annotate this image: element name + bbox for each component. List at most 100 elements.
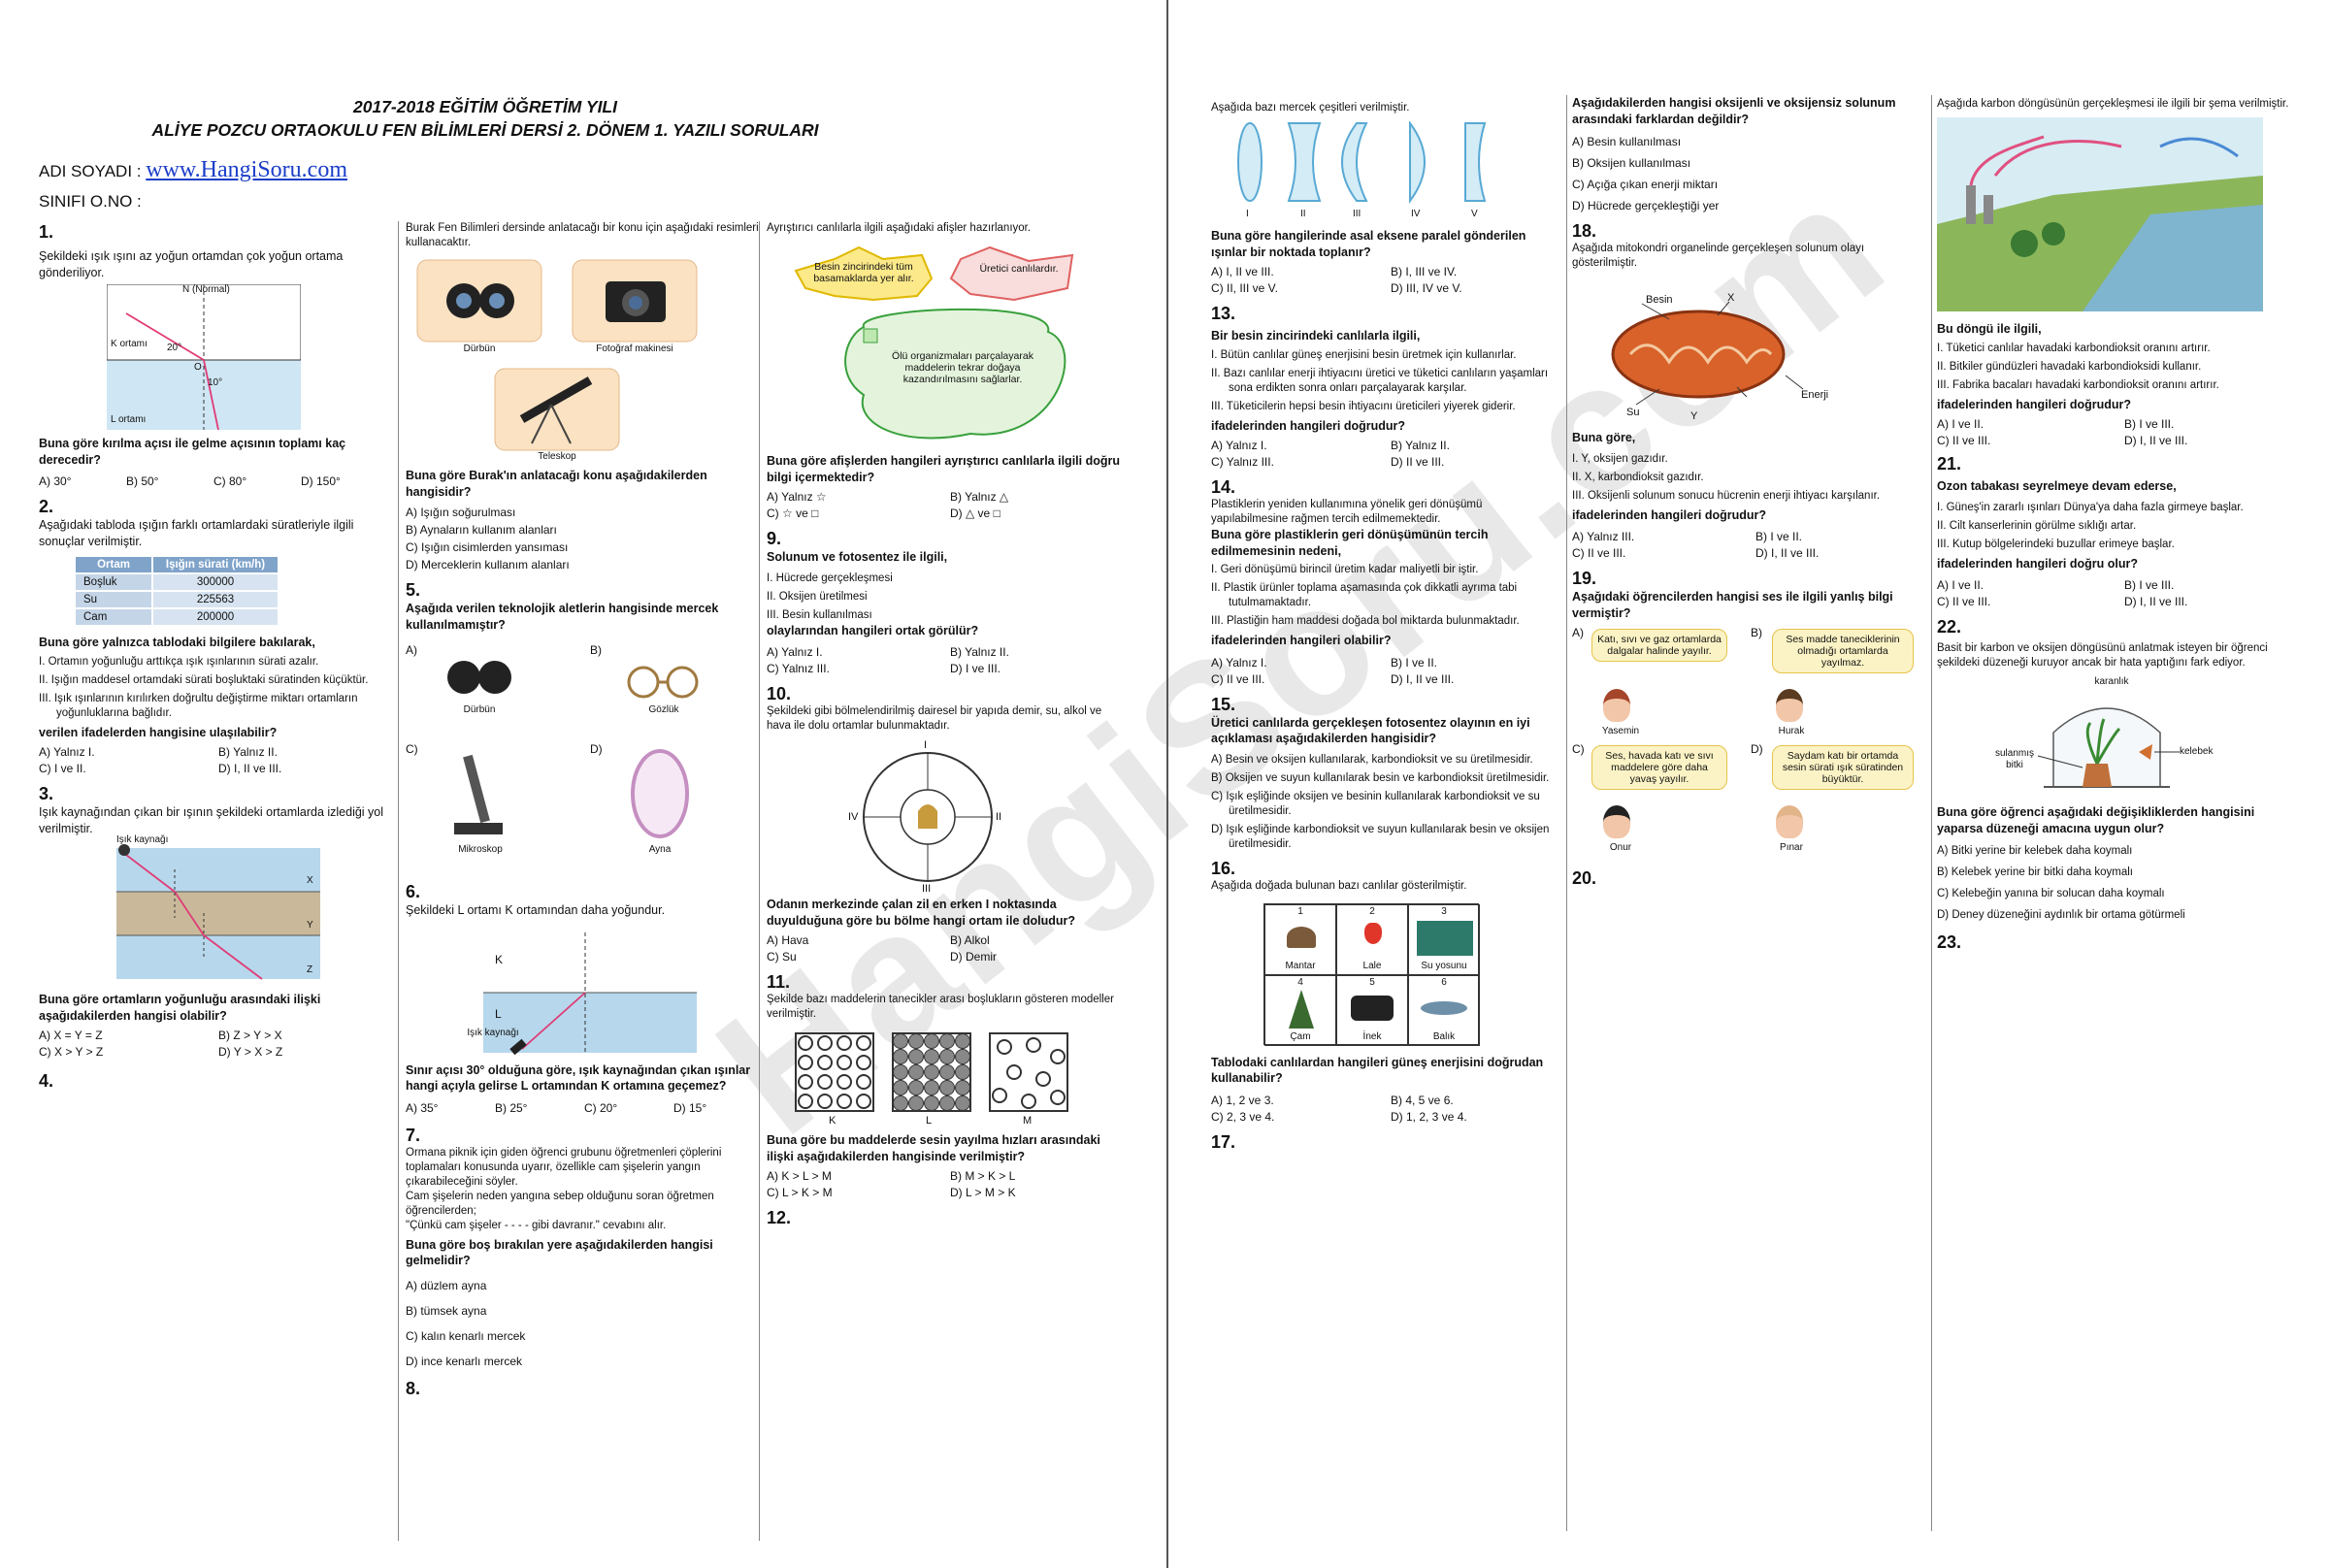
q16-cell-number: 1 [1297, 905, 1303, 917]
q7-option-b[interactable]: B) tümsek ayna [406, 1303, 487, 1318]
q4-option-a[interactable]: A) Işığın soğurulması [406, 506, 516, 519]
q15-option-a[interactable]: A) Besin ve oksijen kullanılarak, karbon… [1211, 753, 1533, 766]
q17-option-b[interactable]: B) Oksijen kullanılması [1572, 156, 1691, 170]
q22-option-d[interactable]: D) Deney düzeneğini aydınlık bir ortama … [1937, 909, 2185, 921]
q6-option-a[interactable]: A) 35° [406, 1100, 439, 1115]
q22-option-a[interactable]: A) Bitki yerine bir kelebek daha koymalı [1937, 845, 2133, 857]
q14-option-b[interactable]: B) I ve II. [1391, 655, 1438, 670]
q1-option-b[interactable]: B) 50° [126, 474, 159, 488]
q13-option-b[interactable]: B) Yalnız II. [1391, 439, 1450, 452]
particle [908, 1095, 924, 1111]
q14-option-a[interactable]: A) Yalnız I. [1211, 655, 1267, 670]
q15-option-d[interactable]: D) Işık eşliğinde karbondioksit ve suyun… [1211, 823, 1550, 850]
q21-option-b[interactable]: B) I ve III. [2124, 578, 2175, 592]
q11-option-d[interactable]: D) L > M > K [950, 1186, 1016, 1199]
q10-option-a[interactable]: A) Hava [767, 933, 809, 947]
q4-option-c[interactable]: C) Işığın cisimlerden yansıması [406, 540, 569, 554]
q17-option-c[interactable]: C) Açığa çıkan enerji miktarı [1572, 178, 1719, 191]
q19-option-d[interactable]: D) [1751, 742, 1763, 756]
q20-option-d[interactable]: D) I, II ve III. [2124, 434, 2188, 447]
q13-option-a[interactable]: A) Yalnız I. [1211, 439, 1267, 452]
q20-option-a[interactable]: A) I ve II. [1937, 417, 1985, 431]
q11-option-a[interactable]: A) K > L > M [767, 1169, 832, 1183]
q16-option-c[interactable]: C) 2, 3 ve 4. [1211, 1109, 1275, 1124]
q21-option-c[interactable]: C) II ve III. [1937, 595, 1991, 608]
q16-option-b[interactable]: B) 4, 5 ve 6. [1391, 1093, 1454, 1107]
q10-option-c[interactable]: C) Su [767, 950, 797, 964]
q6-option-d[interactable]: D) 15° [673, 1100, 707, 1115]
q15-option-c[interactable]: C) Işık eşliğinde oksijen ve besinin kul… [1211, 790, 1540, 817]
q18-option-d[interactable]: D) I, II ve III. [1755, 546, 1820, 560]
q16-option-d[interactable]: D) 1, 2, 3 ve 4. [1391, 1109, 1467, 1124]
particle [836, 1074, 852, 1090]
q3-option-c[interactable]: C) X > Y > Z [39, 1045, 104, 1059]
q5-option-c[interactable]: C) [406, 742, 418, 756]
q2-option-d[interactable]: D) I, II ve III. [218, 762, 282, 775]
q1-text: Şekildeki ışık ışını az yoğun ortamdan ç… [39, 249, 344, 279]
q7-option-a[interactable]: A) düzlem ayna [406, 1278, 487, 1292]
q19-option-b[interactable]: B) [1751, 626, 1762, 639]
q10-option-b[interactable]: B) Alkol [950, 933, 990, 947]
q8-option-a[interactable]: A) Yalnız ☆ [767, 490, 827, 504]
q9-option-d[interactable]: D) I ve III. [950, 662, 1001, 675]
q9-option-c[interactable]: C) Yalnız III. [767, 662, 830, 675]
q5-option-b[interactable]: B) [590, 643, 602, 657]
q12-option-d[interactable]: D) III, IV ve V. [1391, 281, 1462, 295]
q8-option-b[interactable]: B) Yalnız △ [950, 490, 1009, 504]
q1-option-d[interactable]: D) 150° [301, 474, 341, 488]
q6-option-c[interactable]: C) 20° [584, 1100, 618, 1115]
q20-option-b[interactable]: B) I ve III. [2124, 417, 2175, 431]
q21-option-d[interactable]: D) I, II ve III. [2124, 595, 2188, 608]
q3-option-b[interactable]: B) Z > Y > X [218, 1029, 282, 1042]
q10-option-d[interactable]: D) Demir [950, 950, 997, 964]
q17-option-a[interactable]: A) Besin kullanılması [1572, 135, 1682, 148]
q9-option-b[interactable]: B) Yalnız II. [950, 645, 1009, 659]
q12-option-b[interactable]: B) I, III ve IV. [1391, 265, 1458, 278]
q8-option-c[interactable]: C) ☆ ve □ [767, 506, 819, 520]
q22-plant-label: sulanmış bitki [1994, 748, 2034, 770]
q10-label-i: I [924, 739, 928, 751]
q2-option-a[interactable]: A) Yalnız I. [39, 745, 95, 759]
q3-option-a[interactable]: A) X = Y = Z [39, 1029, 103, 1042]
q11-option-b[interactable]: B) M > K > L [950, 1169, 1016, 1183]
q17-option-d[interactable]: D) Hücrede gerçekleştiği yer [1572, 199, 1720, 212]
q22-option-c[interactable]: C) Kelebeğin yanına bir solucan daha koy… [1937, 888, 2165, 899]
q21-option-a[interactable]: A) I ve II. [1937, 578, 1985, 592]
q2-option-c[interactable]: C) I ve II. [39, 762, 86, 775]
q22-option-b[interactable]: B) Kelebek yerine bir bitki daha koymalı [1937, 866, 2133, 878]
q11-figure: K L M [767, 1026, 1124, 1132]
q20-option-c[interactable]: C) II ve III. [1937, 434, 1991, 447]
q14-item-3: III. Plastiğin ham maddesi doğada bol mi… [1211, 615, 1520, 627]
q2-option-b[interactable]: B) Yalnız II. [218, 745, 278, 759]
q14-option-d[interactable]: D) I, II ve III. [1391, 671, 1455, 686]
q11-option-c[interactable]: C) L > K > M [767, 1186, 833, 1199]
q9-option-a[interactable]: A) Yalnız I. [767, 645, 823, 659]
q12-option-a[interactable]: A) I, II ve III. [1211, 265, 1274, 278]
q13-option-d[interactable]: D) II ve III. [1391, 455, 1445, 469]
q18-option-c[interactable]: C) II ve III. [1572, 546, 1626, 560]
q13-option-c[interactable]: C) Yalnız III. [1211, 455, 1274, 469]
q1-option-a[interactable]: A) 30° [39, 474, 72, 488]
q8-option-d[interactable]: D) △ ve □ [950, 506, 1000, 520]
q4-option-b[interactable]: B) Aynaların kullanım alanları [406, 523, 557, 537]
column-divider [759, 221, 760, 1541]
q12-option-c[interactable]: C) II, III ve V. [1211, 281, 1278, 295]
q5-option-a[interactable]: A) [406, 643, 417, 657]
q14-option-c[interactable]: C) II ve III. [1211, 671, 1265, 686]
q22-dark-label: karanlık [2094, 676, 2129, 687]
q18-option-a[interactable]: A) Yalnız III. [1572, 530, 1635, 543]
particle [908, 1080, 924, 1095]
q19-option-a[interactable]: A) [1572, 626, 1584, 639]
q4-option-d[interactable]: D) Merceklerin kullanım alanları [406, 558, 570, 572]
q15-option-b[interactable]: B) Oksijen ve suyun kullanılarak besin v… [1211, 771, 1550, 784]
q7-option-d[interactable]: D) ince kenarlı mercek [406, 1354, 523, 1368]
q19-option-c[interactable]: C) [1572, 742, 1585, 756]
q18-option-b[interactable]: B) I ve II. [1755, 530, 1803, 543]
q3-option-d[interactable]: D) Y > X > Z [218, 1045, 283, 1059]
q1-option-c[interactable]: C) 80° [213, 474, 247, 488]
q5-option-d[interactable]: D) [590, 742, 603, 756]
q7-option-c[interactable]: C) kalın kenarlı mercek [406, 1328, 526, 1343]
q6-option-b[interactable]: B) 25° [495, 1100, 528, 1115]
q16-option-a[interactable]: A) 1, 2 ve 3. [1211, 1093, 1274, 1107]
site-link[interactable]: www.HangiSoru.com [146, 157, 347, 182]
